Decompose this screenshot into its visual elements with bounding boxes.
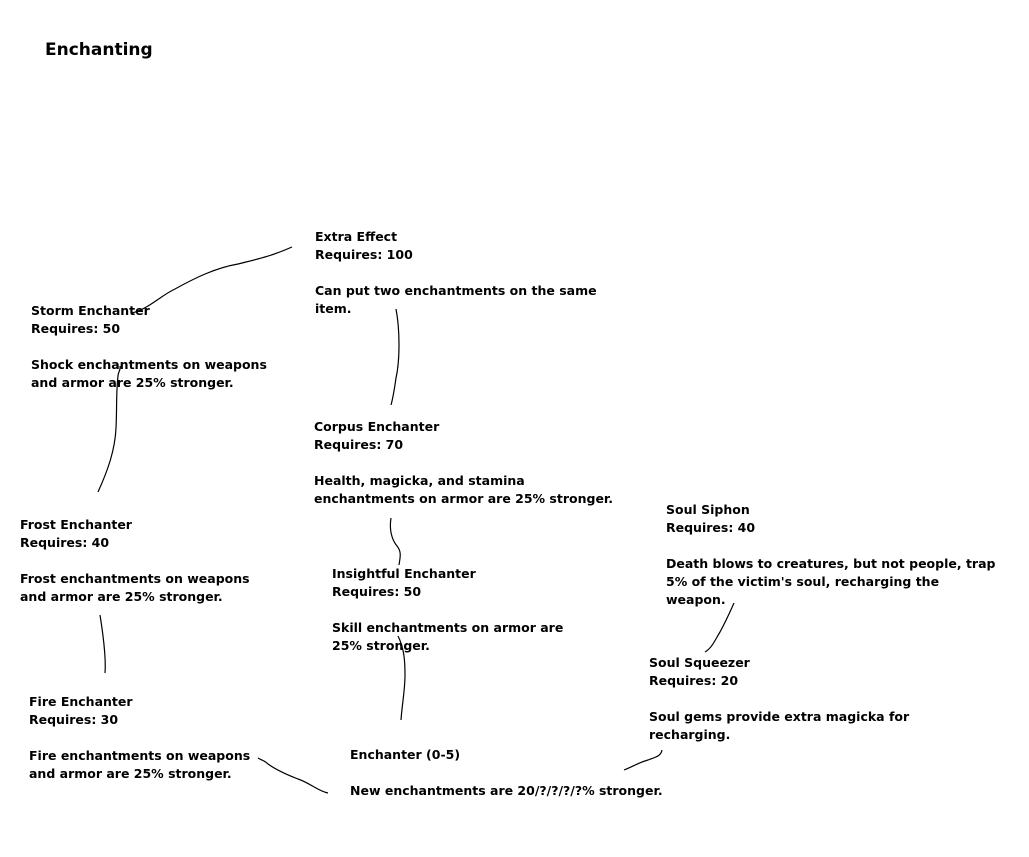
perk-name: Soul Squeezer (649, 655, 750, 670)
perk-requirement: Requires: 100 (315, 247, 413, 262)
perk-name: Extra Effect (315, 229, 398, 244)
perk-requirement: Requires: 70 (314, 437, 404, 452)
perk-description: Health, magicka, and stamina enchantment… (314, 473, 614, 506)
connector-extra-effect-to-corpus (390, 308, 400, 406)
connector-frost-to-storm (97, 365, 121, 493)
perk-frost-enchanter: Frost Enchanter Requires: 40 Frost encha… (20, 516, 265, 606)
connector-soul-squeezer-to-soul-siphon (704, 602, 735, 653)
perk-requirement: Requires: 30 (29, 712, 119, 727)
page-title: Enchanting (45, 40, 153, 60)
perk-requirement: Requires: 40 (20, 535, 110, 550)
connector-corpus-to-insightful (389, 517, 401, 566)
perk-description: Frost enchantments on weapons and armor … (20, 571, 250, 604)
connector-storm-to-extra-effect (131, 246, 293, 314)
perk-name: Storm Enchanter (31, 303, 150, 318)
perk-requirement: Requires: 20 (649, 673, 739, 688)
perk-description: Death blows to creatures, but not people… (666, 556, 996, 607)
perk-name: Enchanter (0-5) (350, 747, 461, 762)
perk-name: Frost Enchanter (20, 517, 132, 532)
perk-insightful-enchanter: Insightful Enchanter Requires: 50 Skill … (332, 565, 572, 655)
perk-description: Soul gems provide extra magicka for rech… (649, 709, 910, 742)
perk-extra-effect: Extra Effect Requires: 100 Can put two e… (315, 228, 635, 318)
perk-name: Insightful Enchanter (332, 566, 476, 581)
connector-enchanter-to-fire (257, 757, 329, 794)
perk-description: Fire enchantments on weapons and armor a… (29, 748, 251, 781)
perk-corpus-enchanter: Corpus Enchanter Requires: 70 Health, ma… (314, 418, 619, 508)
connector-enchanter-to-soul-squeezer (623, 749, 663, 771)
connector-enchanter-to-insightful (397, 635, 406, 721)
perk-description: New enchantments are 20/?/?/?/?% stronge… (350, 783, 663, 798)
perk-name: Corpus Enchanter (314, 419, 440, 434)
perk-name: Fire Enchanter (29, 694, 133, 709)
perk-description: Shock enchantments on weapons and armor … (31, 357, 267, 390)
perk-requirement: Requires: 50 (31, 321, 121, 336)
connector-fire-to-frost (99, 614, 106, 674)
perk-fire-enchanter: Fire Enchanter Requires: 30 Fire enchant… (29, 693, 269, 783)
perk-requirement: Requires: 40 (666, 520, 756, 535)
perk-description: Can put two enchantments on the same ite… (315, 283, 597, 316)
perk-description: Skill enchantments on armor are 25% stro… (332, 620, 564, 653)
perk-soul-squeezer: Soul Squeezer Requires: 20 Soul gems pro… (649, 654, 989, 744)
perk-requirement: Requires: 50 (332, 584, 422, 599)
perk-soul-siphon: Soul Siphon Requires: 40 Death blows to … (666, 501, 996, 609)
perk-enchanter: Enchanter (0-5) New enchantments are 20/… (350, 746, 670, 800)
perk-storm-enchanter: Storm Enchanter Requires: 50 Shock encha… (31, 302, 281, 392)
perk-name: Soul Siphon (666, 502, 750, 517)
